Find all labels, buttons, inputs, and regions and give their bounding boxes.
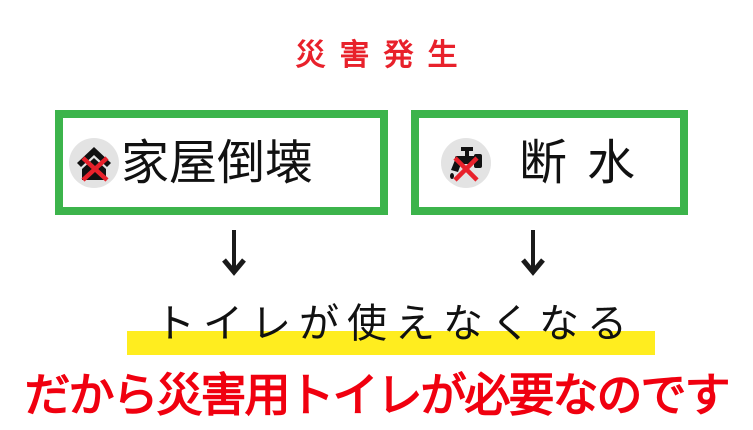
down-arrow-icon [518, 228, 548, 278]
cause-box-house-collapse: 家屋倒壊 [55, 110, 388, 215]
down-arrow-icon [219, 228, 249, 278]
conclusion-text: だから災害用トイレが必要なのです [24, 368, 731, 422]
toilet-unusable-text: トイレが使えなくなる [155, 301, 635, 347]
disaster-occurrence-title: 災害発生 [295, 38, 472, 73]
cause-label: 家屋倒壊 [121, 134, 314, 191]
no-water-faucet-icon [441, 137, 491, 188]
cause-box-water-outage: 断水 [411, 110, 688, 215]
collapsed-house-icon [69, 137, 119, 188]
cause-label: 断水 [519, 134, 656, 191]
yellow-highlight-bar [127, 331, 655, 355]
